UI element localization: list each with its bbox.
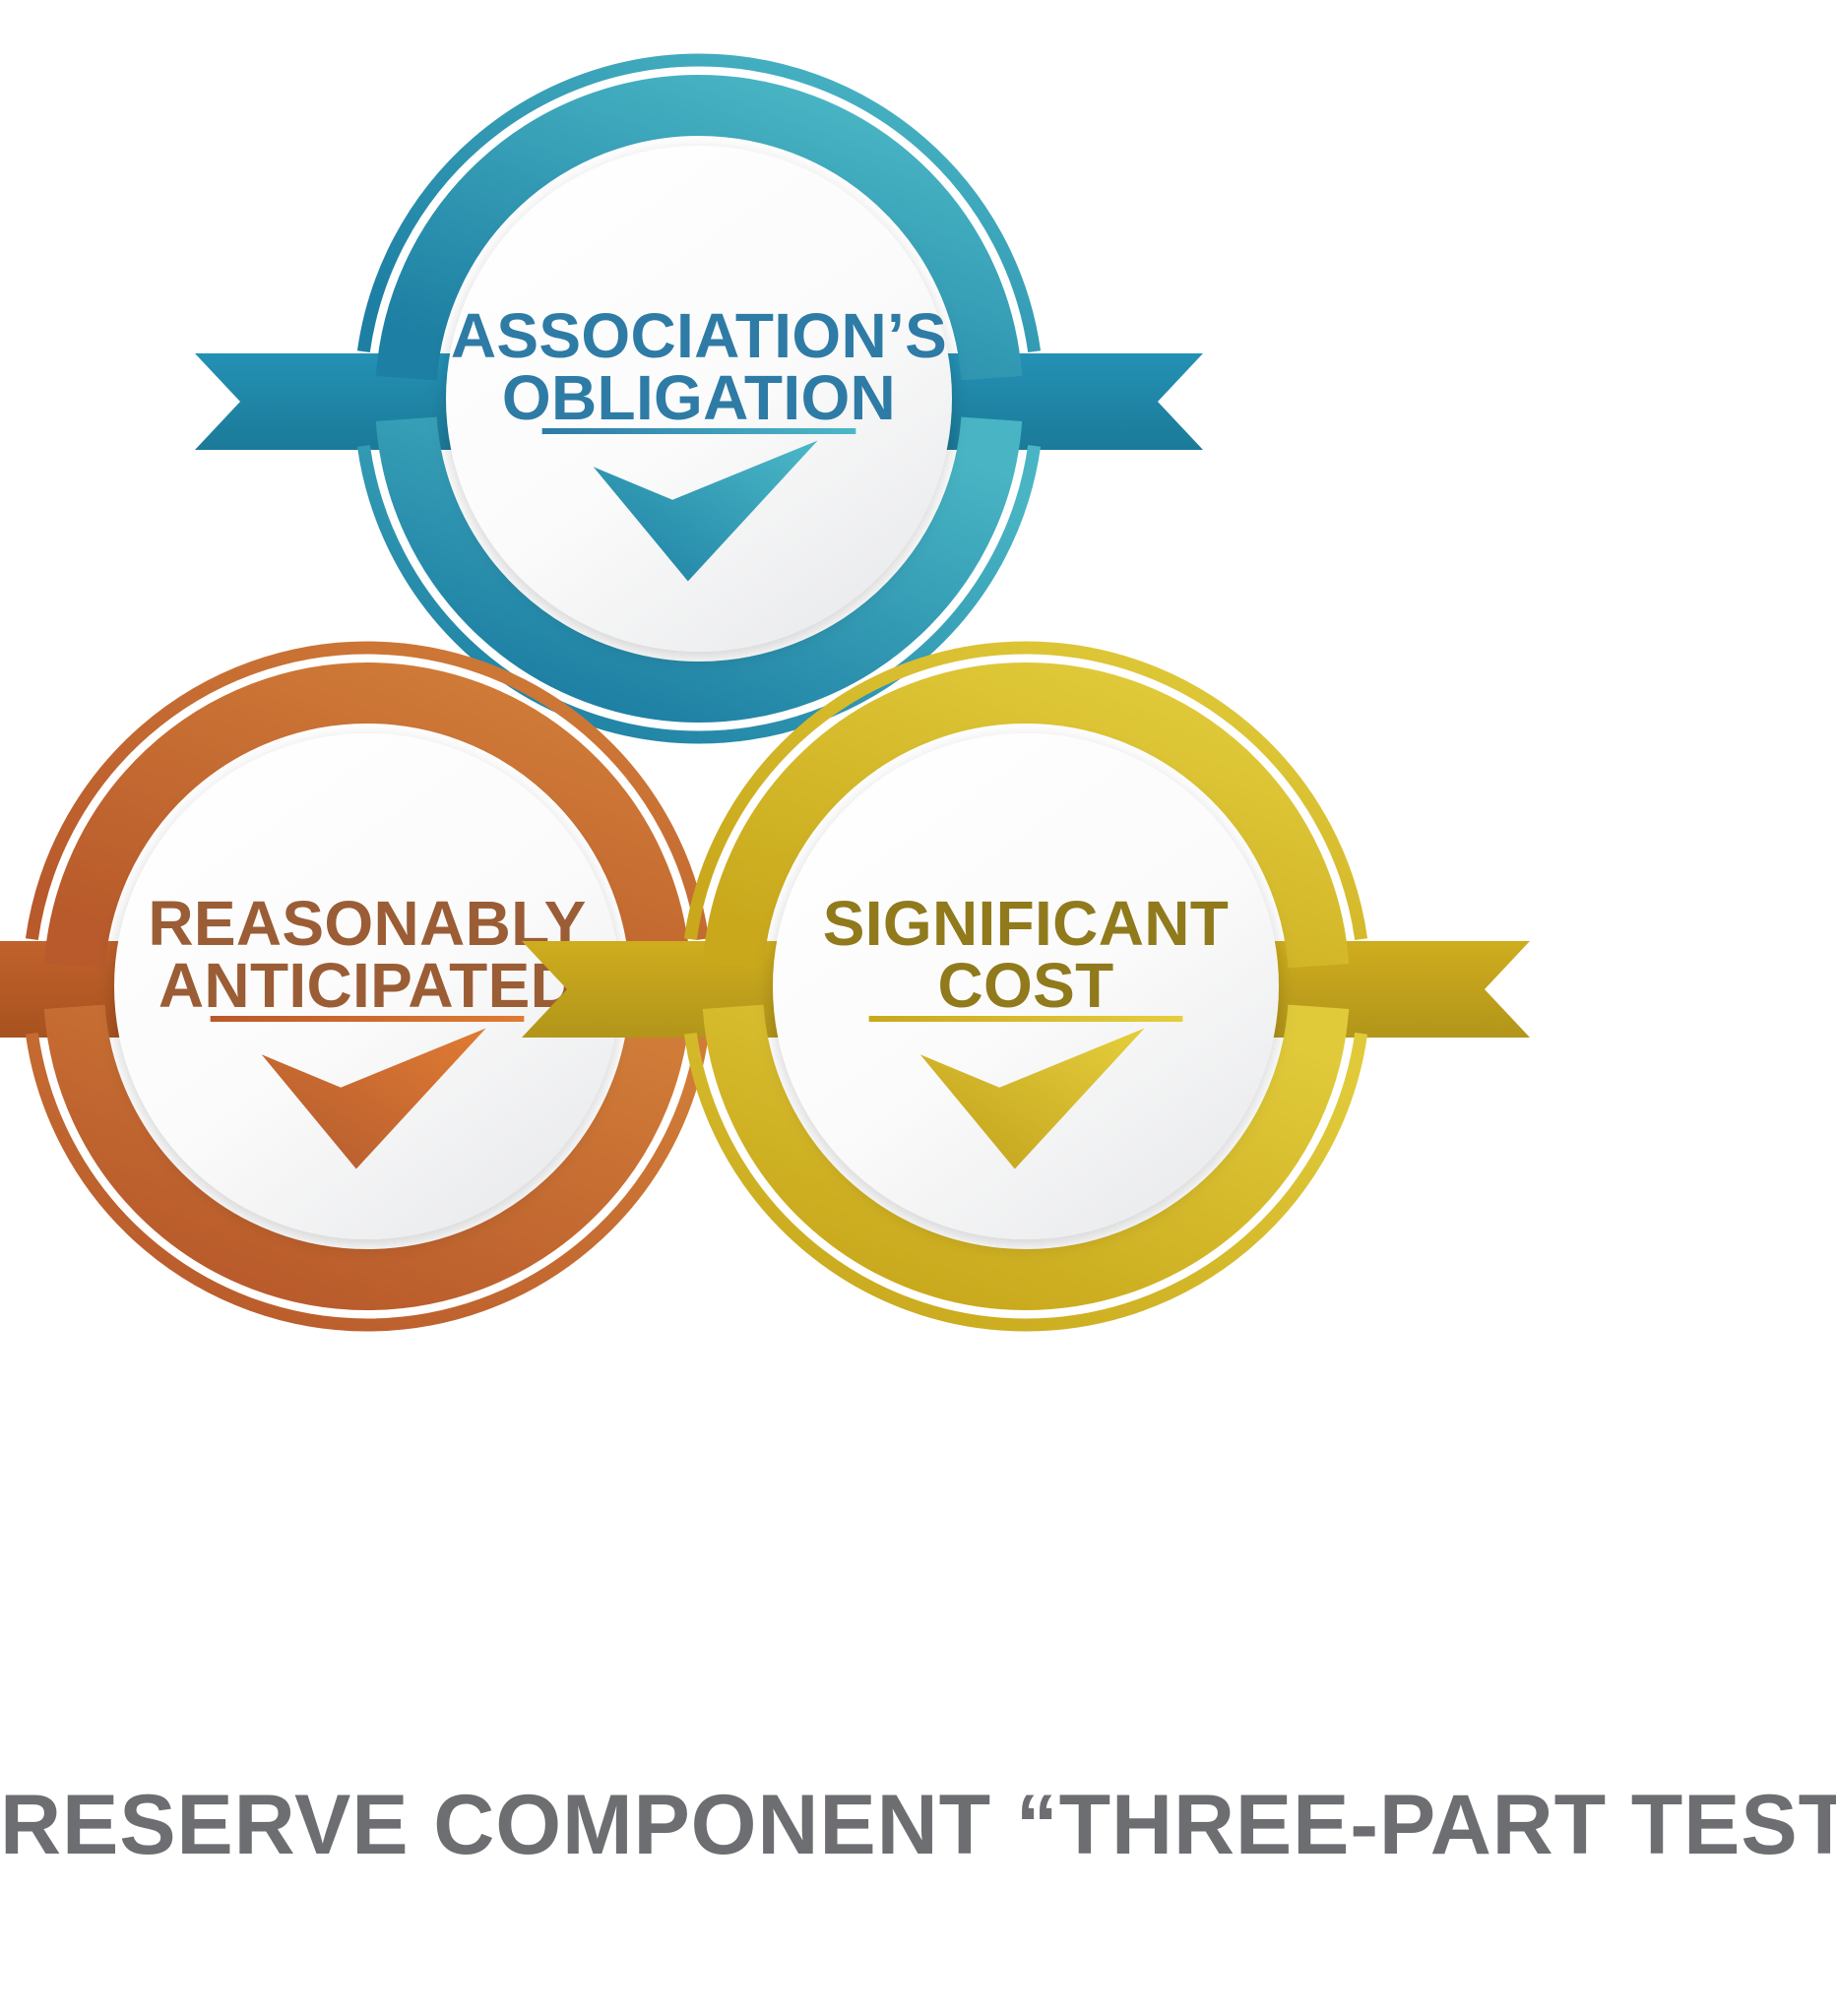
badge-outer-arc	[356, 53, 1042, 744]
badge-inner-disc	[773, 733, 1279, 1239]
check-icon	[919, 1028, 1145, 1169]
divider-rule	[541, 428, 856, 434]
badge-ring	[375, 75, 1023, 723]
badge-inner-disc	[446, 146, 952, 652]
check-icon	[593, 440, 818, 582]
badge-outer-arc	[25, 641, 710, 1332]
divider-rule	[868, 1016, 1183, 1022]
badge-outer-arc	[683, 641, 1368, 1332]
divider-rule	[210, 1016, 525, 1022]
badge-ring	[43, 662, 691, 1310]
check-icon	[261, 1028, 486, 1169]
badge-inner-disc	[114, 733, 620, 1239]
page-title: RESERVE COMPONENT “THREE-PART TEST”	[0, 1778, 1836, 1872]
badge-ring	[702, 662, 1350, 1310]
